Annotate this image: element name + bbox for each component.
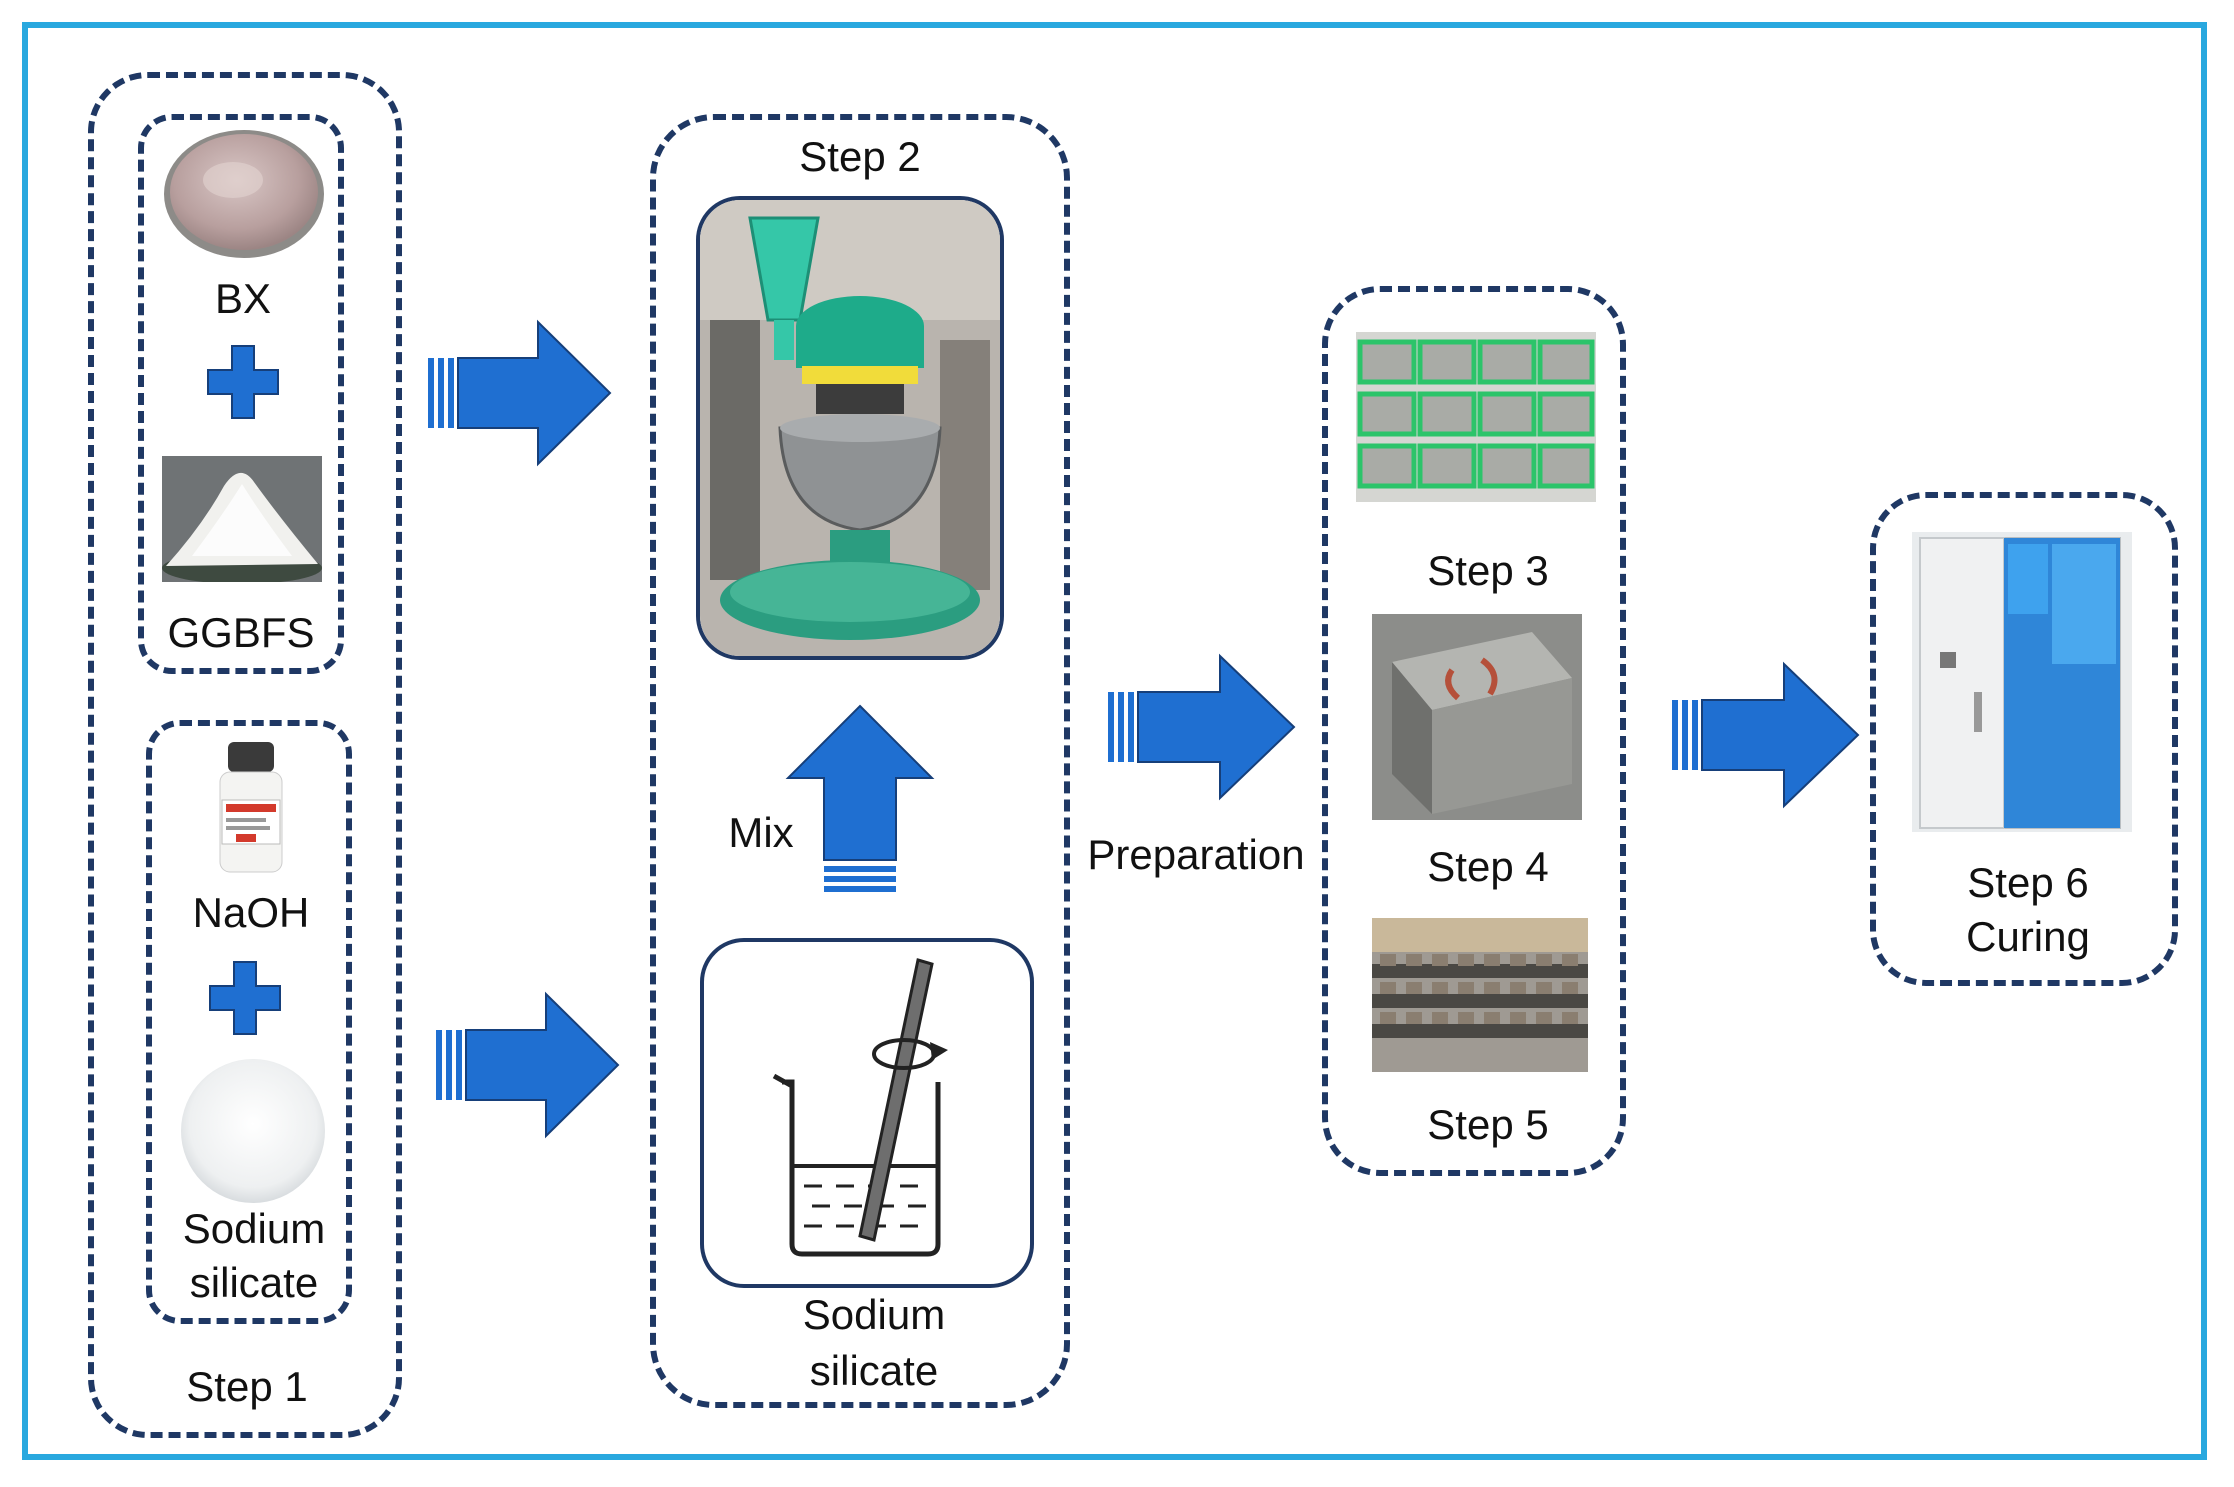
steps3to5-group [1322,286,1626,1176]
mold-specimens-photo [1356,332,1596,502]
sodium-silicate-label-line1: Sodium [802,1291,946,1338]
sodium-silicate-powder-photo [178,1056,328,1206]
right-arrow-icon [436,991,620,1139]
sodium-silicate-label-line2: silicate [189,1259,319,1306]
ggbfs-label: GGBFS [167,609,315,656]
up-arrow-icon [785,704,935,892]
naoh-label: NaOH [192,889,310,936]
curing-label: Curing [1966,913,2090,960]
ggbfs-powder-photo [162,456,322,582]
right-arrow-icon [428,319,612,467]
preparation-label: Preparation [1087,831,1305,878]
bx-label: BX [214,275,272,322]
step5-label: Step 5 [1427,1101,1549,1148]
raw-solids-group [138,114,344,674]
beaker-panel [700,938,1034,1288]
plus-icon [207,345,279,419]
step2-label: Step 2 [799,133,921,180]
step6-label: Step 6 [1967,859,2089,906]
plus-icon [209,961,281,1035]
right-arrow-icon [1108,653,1296,801]
naoh-bottle-photo [210,742,292,874]
step2-group [650,114,1070,1408]
sodium-silicate-label-line2: silicate [809,1347,939,1394]
beaker-stirring-icon [772,958,948,1257]
curing-chamber-photo [1912,532,2132,832]
figure-frame [22,22,2207,1460]
mixer-photo-frame [696,196,1004,660]
step4-label: Step 4 [1427,843,1549,890]
step6-group [1870,492,2178,986]
step3-label: Step 3 [1427,547,1549,594]
bx-powder-photo [163,128,325,260]
right-arrow-icon [1672,661,1860,809]
step1-group [88,72,402,1438]
alkali-activator-group [146,720,352,1324]
step1-label: Step 1 [186,1363,308,1410]
mixer-photo [700,200,1000,656]
sodium-silicate-label-line1: Sodium [182,1205,326,1252]
specimen-block-photo [1372,614,1582,820]
mix-label: Mix [728,809,794,856]
specimen-rack-photo [1372,918,1588,1072]
